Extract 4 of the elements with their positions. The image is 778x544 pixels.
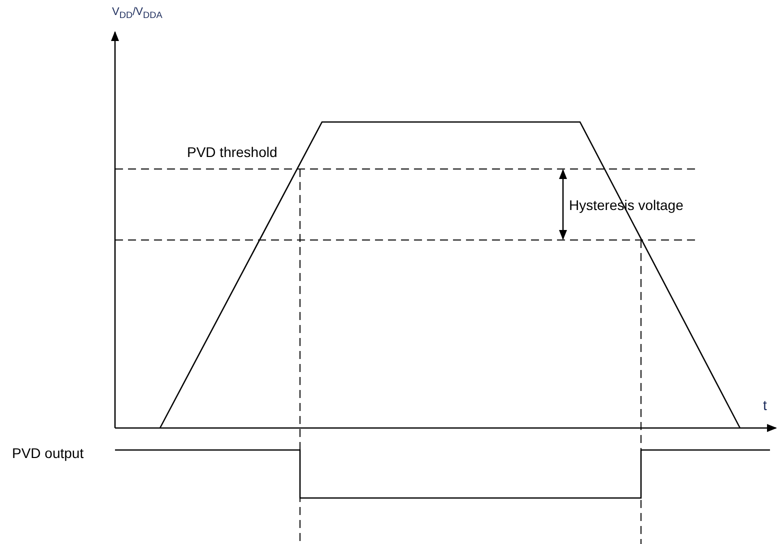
- axis-label: t: [763, 398, 767, 414]
- signal-label: PVD output: [12, 446, 84, 462]
- axis-label: V$_{DD}$/V$_{DDA}$: [112, 6, 162, 20]
- threshold-label: PVD threshold: [187, 145, 278, 160]
